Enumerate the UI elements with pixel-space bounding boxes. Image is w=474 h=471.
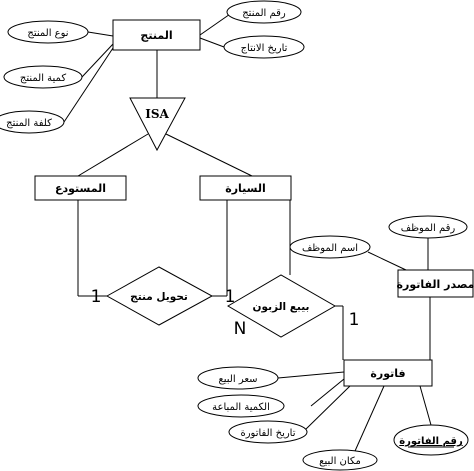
attribute-employee-number-label: رقم الموظف (401, 223, 456, 234)
attribute-invoice-number-label: رقم الفاتورة (399, 436, 463, 447)
entity-car[interactable]: السيارة (199, 175, 292, 201)
isa-label: ISA (145, 107, 169, 121)
attribute-quantity-sold[interactable]: الكمية المباعة (197, 394, 285, 418)
attribute-employee-number[interactable]: رقم الموظف (388, 215, 468, 239)
entity-invoice-source[interactable]: مصدر الفاتورة (397, 269, 474, 298)
connector-lines (63, 11, 432, 461)
entity-product-label: المنتج (140, 29, 172, 42)
attribute-invoice-date-label: تاريخ الفاتورة (240, 428, 295, 439)
attribute-sale-price-label: سعر البيع (218, 374, 257, 385)
attribute-quantity-sold-label: الكمية المباعة (212, 402, 270, 413)
attribute-production-date[interactable]: تاريخ الانتاج (223, 35, 305, 59)
cardinality-sale-invoice: 1 (349, 310, 360, 330)
entity-warehouse-label: المستودع (55, 182, 106, 195)
attribute-product-type[interactable]: نوع المنتج (7, 20, 89, 44)
attribute-sale-place-label: مكان البيع (319, 456, 361, 467)
cardinality-sale-car: N (234, 319, 247, 339)
entity-car-label: السيارة (225, 182, 266, 195)
attribute-invoice-date[interactable]: تاريخ الفاتورة (228, 420, 308, 444)
attribute-sale-price[interactable]: سعر البيع (197, 366, 279, 390)
attribute-invoice-number[interactable]: رقم الفاتورة (393, 424, 469, 456)
entity-warehouse[interactable]: المستودع (34, 175, 127, 201)
cardinality-transfer-right: 1 (225, 287, 236, 307)
attribute-production-date-label: تاريخ الانتاج (241, 43, 288, 54)
attribute-employee-name-label: اسم الموظف (302, 243, 358, 254)
entity-invoice[interactable]: فاتورة (343, 359, 433, 387)
entity-invoice-label: فاتورة (370, 367, 405, 380)
entity-product[interactable]: المنتج (112, 19, 201, 51)
attribute-product-cost-label: كلفة المنتج (6, 118, 52, 129)
relationship-transfer-product[interactable]: تحويل منتج (105, 266, 214, 326)
attribute-employee-name[interactable]: اسم الموظف (289, 235, 371, 259)
isa-triangle[interactable]: ISA (129, 97, 186, 152)
relationship-transfer-product-label: تحويل منتج (130, 291, 188, 303)
attribute-product-quantity-label: كمية المنتج (20, 73, 66, 84)
cardinality-transfer-left: 1 (91, 287, 102, 307)
relationship-customer-sale-label: بيبع الزبون (253, 301, 310, 313)
attribute-product-cost[interactable]: كلفة المنتج (0, 110, 65, 134)
attribute-sale-place[interactable]: مكان البيع (302, 449, 378, 471)
attribute-product-number[interactable]: رقم المنتج (226, 0, 302, 24)
relationship-customer-sale[interactable]: بيبع الزبون (227, 274, 337, 338)
attribute-product-type-label: نوع المنتج (27, 28, 68, 39)
attribute-product-number-label: رقم المنتج (242, 8, 286, 19)
attribute-product-quantity[interactable]: كمية المنتج (3, 65, 83, 89)
entity-invoice-source-label: مصدر الفاتورة (397, 278, 474, 291)
